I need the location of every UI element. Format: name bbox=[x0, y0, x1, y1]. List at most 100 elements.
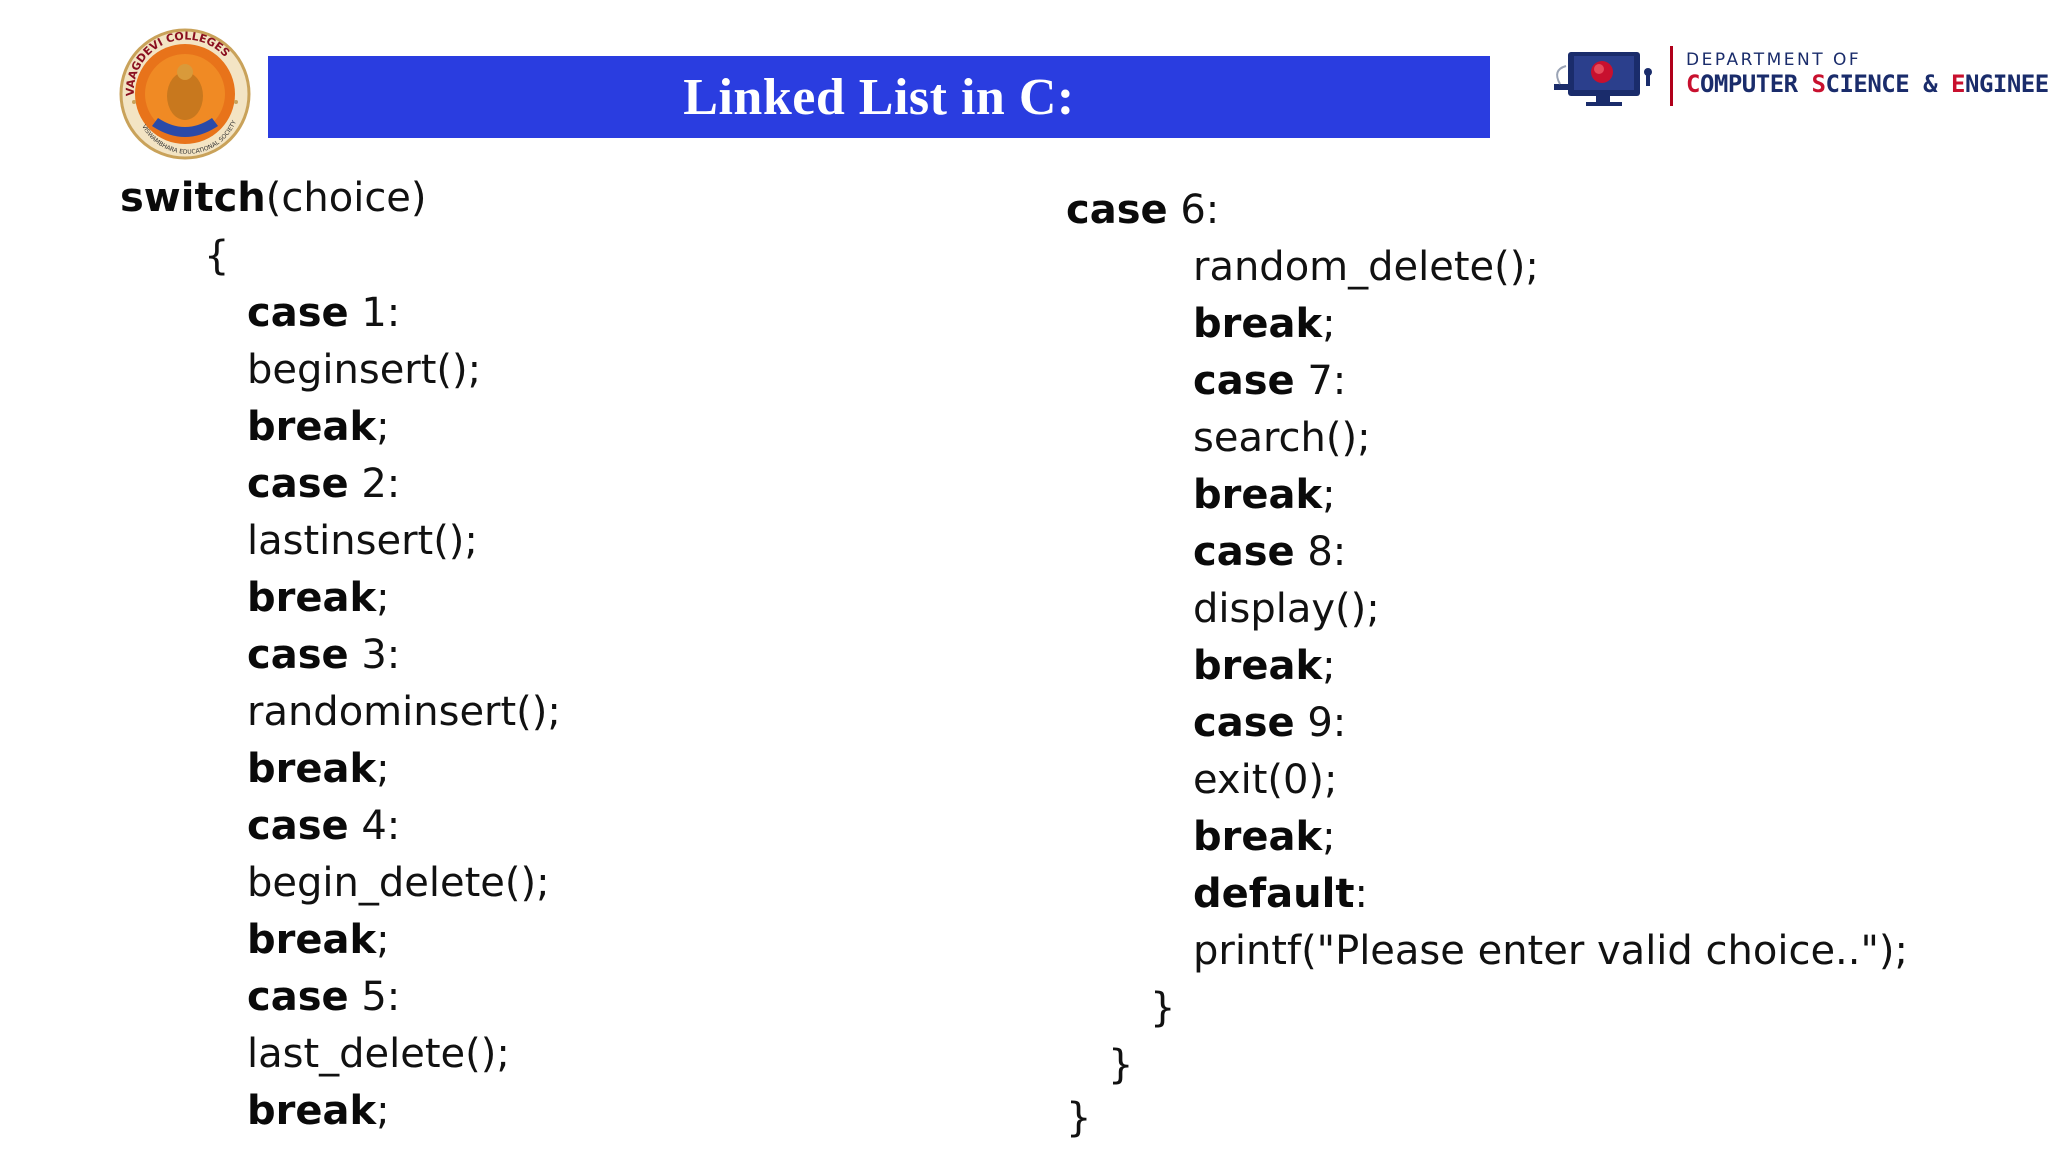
department-name-part: NGINEERING bbox=[1965, 70, 2048, 98]
code-text: 2: bbox=[348, 461, 401, 507]
code-keyword: break bbox=[247, 575, 377, 621]
code-text: ; bbox=[376, 746, 390, 792]
department-name-part: C bbox=[1686, 70, 1700, 98]
code-line: case 1: bbox=[247, 285, 400, 342]
code-line: printf("Please enter valid choice.."); bbox=[1193, 923, 1908, 980]
department-name: COMPUTER SCIENCE & ENGINEERING bbox=[1686, 70, 2048, 98]
computer-monitor-icon bbox=[1554, 52, 1652, 106]
code-text: ; bbox=[376, 1088, 390, 1134]
code-line: case 6: bbox=[1066, 182, 1219, 239]
code-text: 8: bbox=[1294, 529, 1347, 575]
code-keyword: case bbox=[247, 461, 349, 507]
code-line: { bbox=[204, 228, 229, 285]
code-text: 7: bbox=[1294, 358, 1347, 404]
title-bar: Linked List in C: bbox=[268, 56, 1490, 138]
code-text: ; bbox=[376, 917, 390, 963]
code-line: break; bbox=[247, 570, 390, 627]
code-keyword: break bbox=[247, 1088, 377, 1134]
code-text: (choice) bbox=[265, 175, 427, 221]
department-name-part: CIENCE & bbox=[1825, 70, 1952, 98]
code-text: } bbox=[1150, 985, 1176, 1031]
code-keyword: break bbox=[1193, 301, 1323, 347]
code-line: case 7: bbox=[1193, 353, 1346, 410]
code-keyword: case bbox=[1193, 358, 1295, 404]
code-keyword: break bbox=[1193, 643, 1323, 689]
code-text: } bbox=[1066, 1095, 1092, 1141]
code-keyword: case bbox=[247, 803, 349, 849]
code-line: break; bbox=[247, 1083, 390, 1140]
code-text: ; bbox=[376, 404, 390, 450]
code-line: break; bbox=[1193, 638, 1336, 695]
code-keyword: break bbox=[1193, 814, 1323, 860]
code-text: display(); bbox=[1193, 586, 1380, 632]
code-line: case 9: bbox=[1193, 695, 1346, 752]
code-line: last_delete(); bbox=[247, 1026, 510, 1083]
code-text: ; bbox=[1322, 814, 1336, 860]
code-line: search(); bbox=[1193, 410, 1371, 467]
code-line: case 8: bbox=[1193, 524, 1346, 581]
code-line: case 2: bbox=[247, 456, 400, 513]
code-text: 5: bbox=[348, 974, 401, 1020]
code-line: lastinsert(); bbox=[247, 513, 478, 570]
code-text: begin_delete(); bbox=[247, 860, 550, 906]
code-line: begin_delete(); bbox=[247, 855, 550, 912]
code-keyword: case bbox=[247, 632, 349, 678]
code-text: 9: bbox=[1294, 700, 1347, 746]
code-keyword: break bbox=[247, 746, 377, 792]
code-line: } bbox=[1108, 1037, 1133, 1094]
code-line: beginsert(); bbox=[247, 342, 481, 399]
department-name-part: OMPUTER bbox=[1699, 70, 1812, 98]
code-line: case 5: bbox=[247, 969, 400, 1026]
code-line: case 3: bbox=[247, 627, 400, 684]
college-logo: VAAGDEVI COLLEGES VISWAMBHARA EDUCATIONA… bbox=[119, 28, 251, 160]
department-name-part: E bbox=[1951, 70, 1965, 98]
code-text: 3: bbox=[348, 632, 401, 678]
code-line: } bbox=[1066, 1090, 1091, 1147]
code-line: switch(choice) bbox=[120, 170, 427, 227]
code-keyword: switch bbox=[120, 175, 266, 221]
code-line: break; bbox=[1193, 467, 1336, 524]
code-line: break; bbox=[247, 399, 390, 456]
code-line: break; bbox=[247, 912, 390, 969]
code-text: { bbox=[204, 233, 230, 279]
department-logo-divider bbox=[1670, 46, 1673, 106]
code-text: 4: bbox=[348, 803, 401, 849]
code-line: break; bbox=[1193, 296, 1336, 353]
code-line: } bbox=[1150, 980, 1175, 1037]
code-text: last_delete(); bbox=[247, 1031, 510, 1077]
page-title: Linked List in C: bbox=[683, 68, 1075, 126]
department-label: DEPARTMENT OF bbox=[1686, 50, 1862, 70]
department-logo: DEPARTMENT OF COMPUTER SCIENCE & ENGINEE… bbox=[1546, 44, 2048, 112]
code-keyword: break bbox=[1193, 472, 1323, 518]
code-text: random_delete(); bbox=[1193, 244, 1539, 290]
code-text: 6: bbox=[1167, 187, 1220, 233]
code-text: ; bbox=[376, 575, 390, 621]
code-text: ; bbox=[1322, 301, 1336, 347]
code-text: ; bbox=[1322, 472, 1336, 518]
code-block-right: case 6: random_delete(); break; case 7: … bbox=[0, 0, 1908, 1141]
code-line: break; bbox=[1193, 809, 1336, 866]
code-keyword: break bbox=[247, 404, 377, 450]
code-line: break; bbox=[247, 741, 390, 798]
code-line: display(); bbox=[1193, 581, 1380, 638]
code-keyword: default bbox=[1193, 871, 1355, 917]
code-keyword: case bbox=[1066, 187, 1168, 233]
code-text: 1: bbox=[348, 290, 401, 336]
code-text: exit(0); bbox=[1193, 757, 1338, 803]
code-line: default: bbox=[1193, 866, 1368, 923]
code-line: case 4: bbox=[247, 798, 400, 855]
code-text: lastinsert(); bbox=[247, 518, 478, 564]
code-keyword: case bbox=[1193, 529, 1295, 575]
department-name-part: S bbox=[1811, 70, 1826, 98]
code-text: } bbox=[1108, 1042, 1134, 1088]
code-keyword: break bbox=[247, 917, 377, 963]
code-text: beginsert(); bbox=[247, 347, 482, 393]
code-text: search(); bbox=[1193, 415, 1371, 461]
code-text: randominsert(); bbox=[247, 689, 561, 735]
code-line: randominsert(); bbox=[247, 684, 561, 741]
code-keyword: case bbox=[247, 974, 349, 1020]
code-line: random_delete(); bbox=[1193, 239, 1539, 296]
code-text: : bbox=[1354, 871, 1368, 917]
code-line: exit(0); bbox=[1193, 752, 1338, 809]
code-keyword: case bbox=[1193, 700, 1295, 746]
